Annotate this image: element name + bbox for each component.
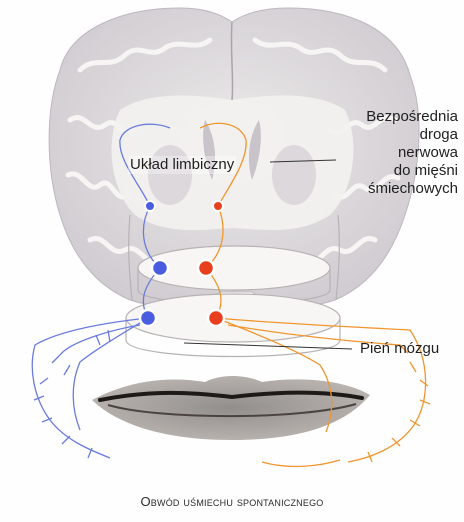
direct-pathway-line-3: nerwowa <box>397 144 458 161</box>
limbic-node-right <box>212 200 224 212</box>
direct-pathway-line-4: do mięśni <box>393 162 458 179</box>
brain-section-image <box>48 7 420 307</box>
direct-pathway-line-2: droga <box>419 126 458 143</box>
figure-caption: Obwód uśmiechu spontanicznego <box>140 494 324 509</box>
lips-illustration <box>92 376 370 440</box>
brainstem-schematic <box>125 214 341 358</box>
neuron-nodes <box>138 200 226 328</box>
direct-pathway-pointer <box>269 159 337 163</box>
brainstem-pointer <box>183 342 353 350</box>
limbic-node-left <box>144 200 156 212</box>
direct-pathway-line-1: Bezpośrednia <box>366 108 458 125</box>
brainstem-node-left <box>138 308 158 328</box>
direct-pathway-line-5: śmiechowych <box>367 180 458 197</box>
limbic-system-label: Układ limbiczny <box>128 156 237 174</box>
midbrain-node-left <box>150 258 170 278</box>
brainstem-node-right <box>206 308 226 328</box>
brainstem-label: Pień mózgu <box>360 340 440 357</box>
direct-pathway-label: Bezpośrednia droga nerwowa do mięśni śmi… <box>338 108 458 198</box>
midbrain-node-right <box>196 258 216 278</box>
